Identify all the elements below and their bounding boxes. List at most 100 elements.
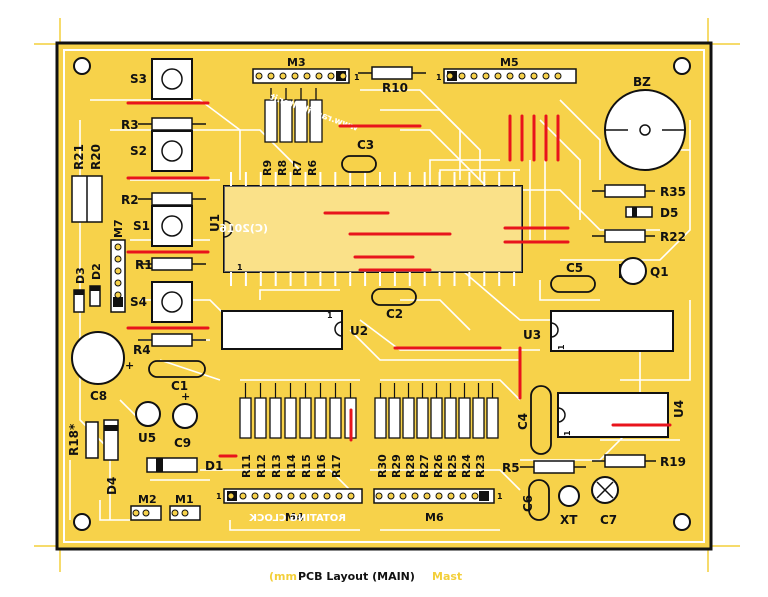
label-C1: C1: [171, 379, 188, 393]
label-R2: R2: [121, 193, 139, 207]
connector-M7: M7: [110, 219, 126, 313]
pad: [339, 72, 347, 80]
label-C3: C3: [357, 138, 374, 152]
pad: [287, 492, 295, 500]
label-R27: R27: [418, 454, 431, 478]
label-R30: R30: [376, 454, 389, 478]
trimmer-C7: C7: [591, 476, 619, 527]
label-M3: M3: [287, 56, 306, 69]
pad: [263, 492, 271, 500]
polarity-C8: +: [125, 359, 134, 372]
label-M6: M6: [425, 511, 444, 524]
capacitors: [148, 155, 596, 521]
pad: [303, 72, 311, 80]
label-R6: R6: [306, 160, 319, 176]
pad: [239, 492, 247, 500]
pad: [518, 72, 526, 80]
board-inner-border: [63, 49, 705, 543]
pad: [255, 72, 263, 80]
crystal-XT: XT: [558, 485, 580, 527]
pin1-U2: 1: [327, 311, 333, 320]
pad: [482, 72, 490, 80]
array-resistor: [254, 397, 267, 439]
label-R12: R12: [255, 454, 268, 478]
resistor-R2: [151, 192, 193, 206]
label-R21: R21: [72, 144, 86, 170]
pad: [311, 492, 319, 500]
resistor-R18: R18*: [67, 421, 99, 459]
pad: [435, 492, 443, 500]
buzzer-BZ: BZ: [604, 75, 686, 171]
diode-D1: D1: [146, 457, 223, 473]
pad: [171, 509, 179, 517]
pad: [114, 243, 122, 251]
label-R23: R23: [474, 454, 487, 478]
ic-U1: U1 1 (C)2016: [208, 185, 523, 273]
pad: [447, 492, 455, 500]
pad: [458, 72, 466, 80]
label-R9: R9: [261, 160, 274, 176]
capacitor-C5: [550, 275, 596, 293]
label-R16: R16: [315, 454, 328, 478]
label-R17: R17: [330, 454, 343, 478]
array-resistor: [329, 397, 342, 439]
capacitor-C3: [341, 155, 377, 173]
mirrored-copyright: (C)2016: [219, 222, 268, 235]
label-R5: R5: [502, 461, 520, 475]
label-R20: R20: [89, 144, 103, 170]
array-resistor: [314, 397, 327, 439]
pin1-M4: 1: [216, 492, 222, 501]
label-M1: M1: [175, 493, 194, 506]
ic-U3: U3 1: [523, 310, 674, 352]
pad: [423, 492, 431, 500]
resistor-R1: [151, 257, 193, 271]
array-resistor: [444, 397, 457, 439]
label-S4: S4: [130, 295, 147, 309]
pin1-U4: 1: [563, 430, 572, 436]
pad: [471, 492, 479, 500]
capacitor-C2: [371, 288, 417, 306]
connector-M3: M3 1: [252, 56, 360, 84]
label-R26: R26: [432, 454, 445, 478]
button-S2: S2: [130, 130, 193, 172]
label-C2: C2: [386, 307, 403, 321]
label-R8: R8: [276, 160, 289, 176]
resistor-R3: [151, 117, 193, 131]
regulator-U5: U5: [135, 401, 161, 445]
label-R19: R19: [660, 455, 686, 469]
array-resistor: [374, 397, 387, 439]
polarity-C9: +: [181, 390, 190, 403]
label-R13: R13: [270, 454, 283, 478]
array-resistor: [458, 397, 471, 439]
pad: [299, 492, 307, 500]
pad: [399, 492, 407, 500]
label-U5: U5: [138, 431, 156, 445]
pad: [114, 255, 122, 263]
diode-D2: D2: [89, 263, 103, 307]
array-resistor: [299, 397, 312, 439]
label-S2: S2: [130, 144, 147, 158]
pad: [530, 72, 538, 80]
ic-U1-pins: [230, 172, 516, 286]
pad: [291, 72, 299, 80]
label-R22: R22: [660, 230, 686, 244]
diode-D5: D5: [625, 206, 678, 220]
pad: [251, 492, 259, 500]
mounting-holes: [73, 57, 691, 531]
label-D3: D3: [74, 267, 87, 284]
crystal-C4: C4: [516, 385, 552, 455]
capacitor-C9: + C9: [172, 390, 198, 450]
capacitor-C6: [528, 479, 550, 521]
label-R25: R25: [446, 454, 459, 478]
label-C9: C9: [174, 436, 191, 450]
label-R1: R1: [135, 258, 153, 272]
label-M7: M7: [112, 219, 125, 238]
array-resistor: [269, 397, 282, 439]
pin1-M6: 1: [497, 492, 503, 501]
label-R29: R29: [390, 454, 403, 478]
pin1-U1: 1: [237, 263, 243, 272]
pad: [411, 492, 419, 500]
array-resistor: [239, 397, 252, 439]
